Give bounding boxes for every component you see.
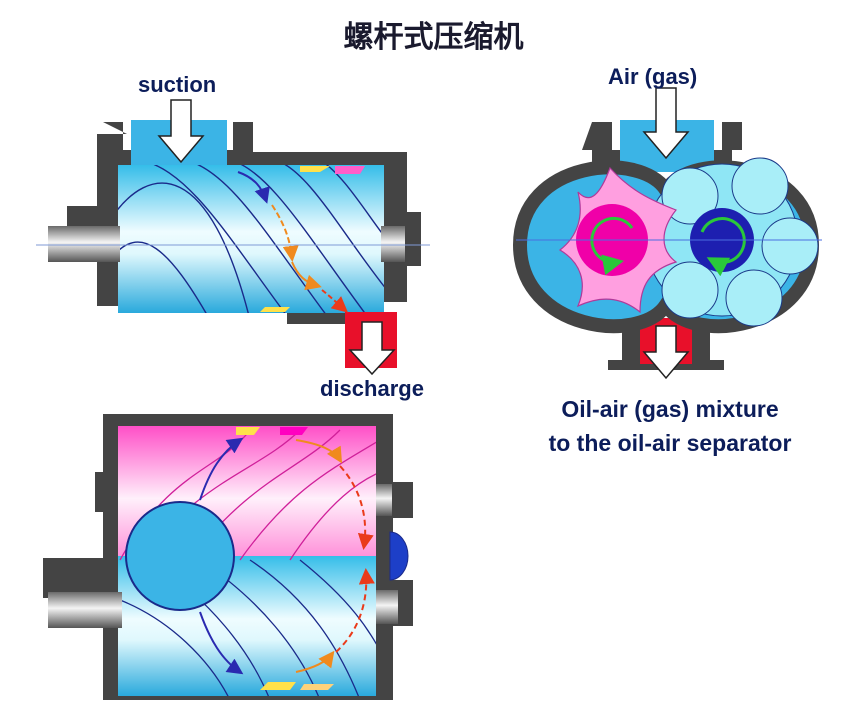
air-in-arrow-icon xyxy=(642,87,690,160)
left-shaft xyxy=(48,226,120,262)
discharge-label: discharge xyxy=(320,376,424,401)
flow-arrow xyxy=(295,650,335,673)
flow-arrow xyxy=(321,289,349,313)
flow-arrow xyxy=(199,611,244,675)
right-shaft xyxy=(381,226,405,262)
mixture-out-arrow-icon xyxy=(642,325,690,380)
patch xyxy=(300,166,330,172)
rotor-end-disk xyxy=(125,501,235,611)
flow-arrow xyxy=(295,439,343,464)
lower-stub xyxy=(376,590,398,624)
rotation-arrow-icon xyxy=(700,217,746,277)
upper-stub xyxy=(376,484,392,516)
mixture-label-line1: Oil-air (gas) mixture xyxy=(561,396,779,422)
flow-arrow xyxy=(199,437,244,501)
flow-arrow xyxy=(237,171,270,204)
side-rotor-helix-lines xyxy=(118,165,384,313)
patch xyxy=(335,166,365,174)
patch xyxy=(236,427,260,435)
patch xyxy=(300,684,334,690)
cross-section-view xyxy=(512,87,822,380)
rotation-arrow-icon xyxy=(590,216,634,276)
flow-arrow xyxy=(291,261,322,291)
suction-arrow-icon xyxy=(157,99,205,164)
twin-rotor-view xyxy=(43,414,413,700)
mixture-label-line2: to the oil-air separator xyxy=(548,430,792,456)
patch xyxy=(260,682,296,690)
flow-arrow xyxy=(335,568,375,653)
lower-shaft xyxy=(48,592,122,628)
flow-arrow xyxy=(339,465,374,550)
discharge-arrow-icon xyxy=(348,321,396,376)
discharge-lobe xyxy=(389,531,409,581)
flow-arrow xyxy=(271,204,299,262)
diagram-title: 螺杆式压缩机 xyxy=(343,20,524,55)
side-view-compressor xyxy=(36,99,430,376)
patch xyxy=(260,307,290,312)
suction-label: suction xyxy=(138,72,217,97)
side-rotor xyxy=(118,165,384,313)
patch xyxy=(280,427,308,435)
air-gas-label: Air (gas) xyxy=(608,64,698,89)
